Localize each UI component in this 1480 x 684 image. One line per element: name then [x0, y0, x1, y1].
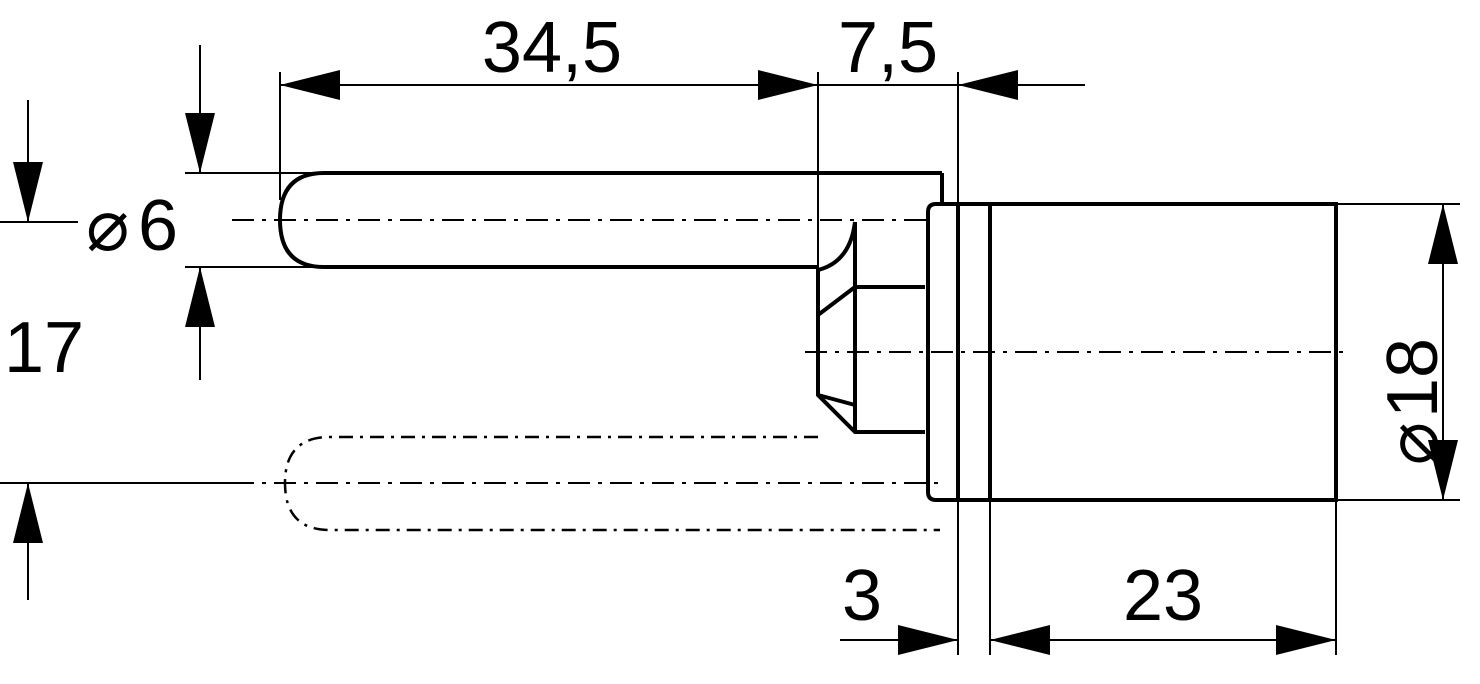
body: [956, 202, 1338, 502]
dim-text-34-5: 34,5: [482, 8, 622, 88]
dim-text-17: 17: [4, 308, 84, 388]
diameter-symbol-6: ⌀: [86, 186, 129, 266]
dim-text-7-5: 7,5: [838, 8, 938, 88]
flange: [926, 202, 960, 502]
dim-text-6: 6: [138, 186, 178, 266]
dim-label-18: ⌀ 18: [1373, 338, 1453, 465]
center-lines: [232, 219, 1350, 484]
collar-chamfer-2: [817, 393, 856, 407]
dim-text-3: 3: [842, 556, 882, 636]
diameter-symbol-18: ⌀: [1373, 422, 1453, 465]
collar-chamfer: [816, 285, 857, 317]
dim-text-18: 18: [1373, 338, 1453, 418]
extension-lines: [0, 72, 1460, 655]
part-outline: [277, 171, 1338, 502]
dimension-lines: [12, 45, 1458, 655]
dim-text-23: 23: [1123, 556, 1203, 636]
pin-collar: [816, 221, 925, 434]
dim-label-6: ⌀ 6: [86, 186, 178, 266]
